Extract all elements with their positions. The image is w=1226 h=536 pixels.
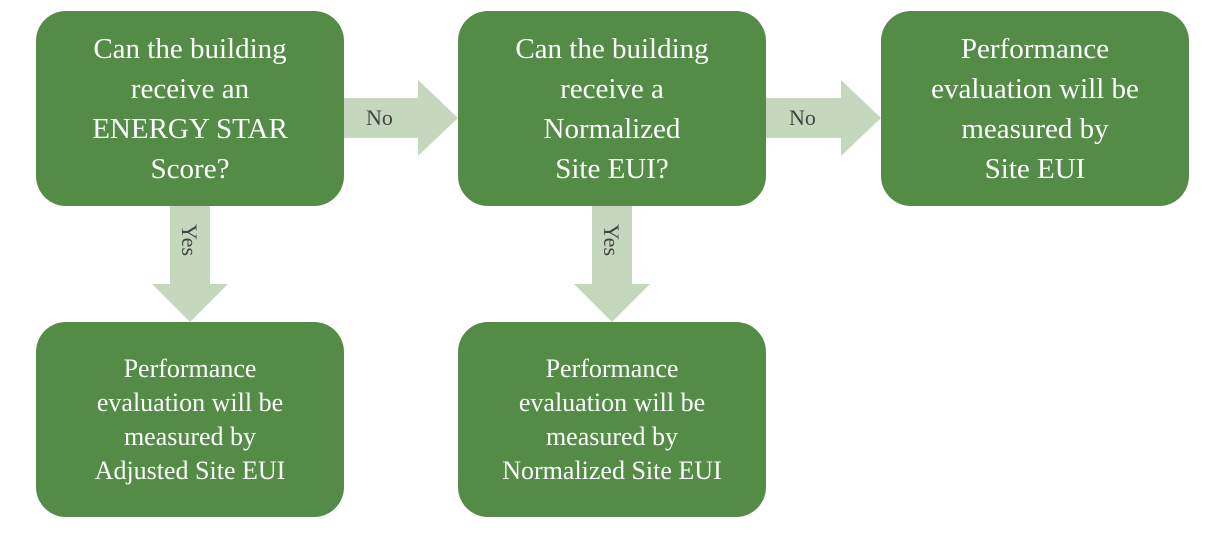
adjusted-site-eui-result-box: Performance evaluation will be measured … <box>36 322 344 517</box>
yes-arrow-2-shape <box>574 206 650 322</box>
normalized-site-eui-result-text: Performance evaluation will be measured … <box>502 353 722 485</box>
yes-label-2: Yes <box>599 224 624 257</box>
site-eui-result-text: Performance evaluation will be measured … <box>931 32 1139 185</box>
no-arrow-1 <box>344 80 458 156</box>
adjusted-site-eui-result-text: Performance evaluation will be measured … <box>94 353 286 485</box>
yes-arrow-2 <box>574 206 650 322</box>
site-eui-result-box: Performance evaluation will be measured … <box>881 11 1189 206</box>
no-arrow-2 <box>766 80 881 156</box>
normalized-eui-question-box: Can the building receive a Normalized Si… <box>458 11 766 206</box>
normalized-site-eui-result-box: Performance evaluation will be measured … <box>458 322 766 517</box>
normalized-eui-question-text: Can the building receive a Normalized Si… <box>515 32 709 185</box>
yes-label-1: Yes <box>177 224 202 257</box>
no-arrow-1-shape <box>344 80 458 156</box>
yes-arrow-1 <box>152 206 228 322</box>
no-label-2: No <box>789 105 816 130</box>
yes-arrow-1-shape <box>152 206 228 322</box>
no-label-1: No <box>366 105 393 130</box>
energy-star-question-text: Can the building receive an ENERGY STAR … <box>92 32 288 185</box>
no-arrow-2-shape <box>766 80 881 156</box>
energy-star-question-box: Can the building receive an ENERGY STAR … <box>36 11 344 206</box>
